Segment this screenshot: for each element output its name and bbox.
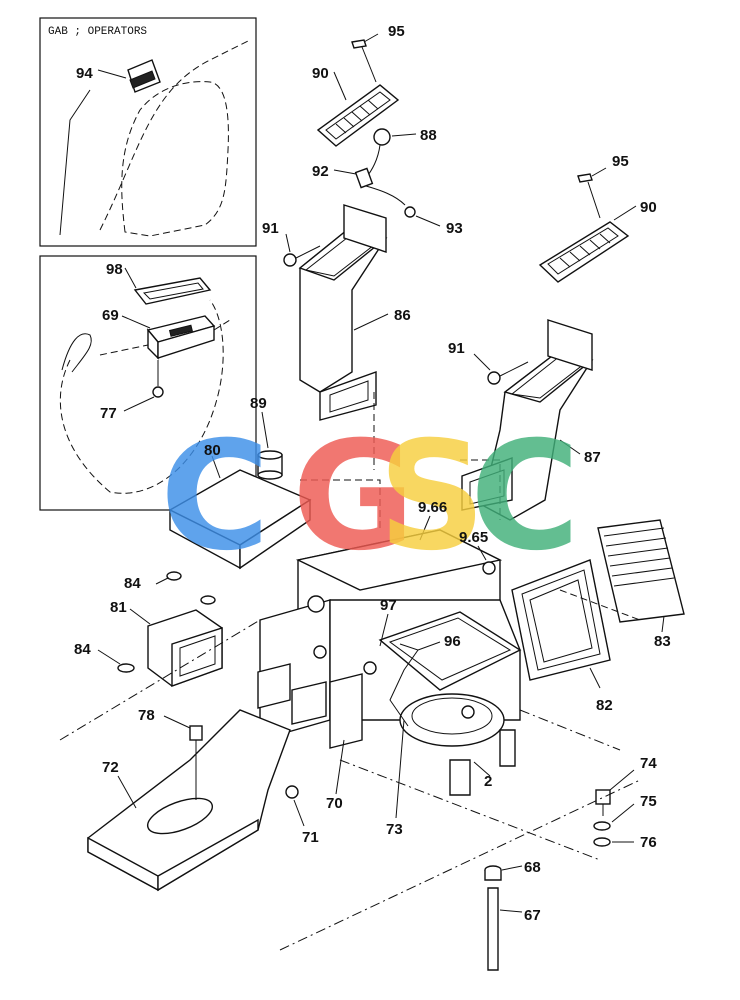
part-93-screw [404,206,441,227]
part-77-screw [152,360,164,398]
label-98: 98 [106,261,123,278]
part-83-filter [597,519,685,623]
label-91-right: 91 [448,340,465,357]
inset-caption: GAB ; OPERATORS [48,26,147,38]
watermark-letter-s: S [378,410,486,584]
main-blower-housing [257,529,522,796]
label-95-upper: 95 [388,23,405,40]
label-77: 77 [100,405,117,422]
part-76-washer [593,837,611,847]
label-89: 89 [250,395,267,412]
part-72-floor-duct [87,709,291,892]
label-91-upper: 91 [262,220,279,237]
label-75: 75 [640,793,657,810]
label-88: 88 [420,127,437,144]
label-90-right: 90 [640,199,657,216]
label-94: 94 [76,65,93,82]
label-71: 71 [302,829,319,846]
part-96-wire [389,643,419,727]
label-84-lower: 84 [74,641,91,658]
label-72: 72 [102,759,119,776]
part-95-screw-upper [351,39,377,83]
label-70: 70 [326,795,343,812]
label-96: 96 [444,633,461,650]
inset-operators-cab: GAB ; OPERATORS [39,17,257,247]
label-81: 81 [110,599,127,616]
part-92-connector [354,167,406,206]
part-75-washer [593,821,611,831]
label-9-65: 9.65 [459,529,488,546]
label-84-upper: 84 [124,575,141,592]
part-91-bolt-upper [283,245,321,267]
part-86-duct [298,204,388,421]
part-74-bolt [595,789,611,816]
part-89-cap [257,450,283,480]
label-73: 73 [386,821,403,838]
label-2: 2 [484,773,492,790]
part-82-filter-frame [511,559,611,681]
part-78-bolt [189,725,203,800]
part-84-clip-upper [166,571,216,605]
inset-panel [39,255,257,511]
label-83: 83 [654,633,671,650]
part-98-frame [133,277,212,305]
part-90-vent-right [538,221,630,283]
part-90-vent-upper [316,84,400,147]
part-68-grommet [484,865,502,881]
watermark-letter-c2: C [470,410,580,584]
label-69: 69 [102,307,119,324]
label-78: 78 [138,707,155,724]
label-92: 92 [312,163,329,180]
label-97: 97 [380,597,397,614]
part-95-screw-right [577,173,601,219]
label-76: 76 [640,834,657,851]
part-88-sensor [365,128,417,179]
label-95-right: 95 [612,153,629,170]
watermark-letter-c1: C [160,410,270,584]
part-67-drain-tube [487,887,499,971]
label-82: 82 [596,697,613,714]
part-94-cab-light [127,59,161,93]
label-68: 68 [524,859,541,876]
label-86: 86 [394,307,411,324]
part-71-bolt [285,785,299,799]
part-97-bolt [363,661,377,675]
part-9-65-knob [482,561,496,575]
cgsc-watermark: C G S C [160,410,580,584]
part-69-switch-panel [146,315,216,360]
part-84-clip-lower [117,663,135,673]
label-9-66: 9.66 [418,499,447,516]
label-74: 74 [640,755,657,772]
label-87: 87 [584,449,601,466]
watermark-letter-g: G [292,410,415,584]
part-91-bolt-right [487,361,529,385]
label-93: 93 [446,220,463,237]
part-80-upper-duct [168,469,312,570]
label-80: 80 [204,442,221,459]
label-90-upper: 90 [312,65,329,82]
part-81-cover [147,609,223,687]
label-67: 67 [524,907,541,924]
